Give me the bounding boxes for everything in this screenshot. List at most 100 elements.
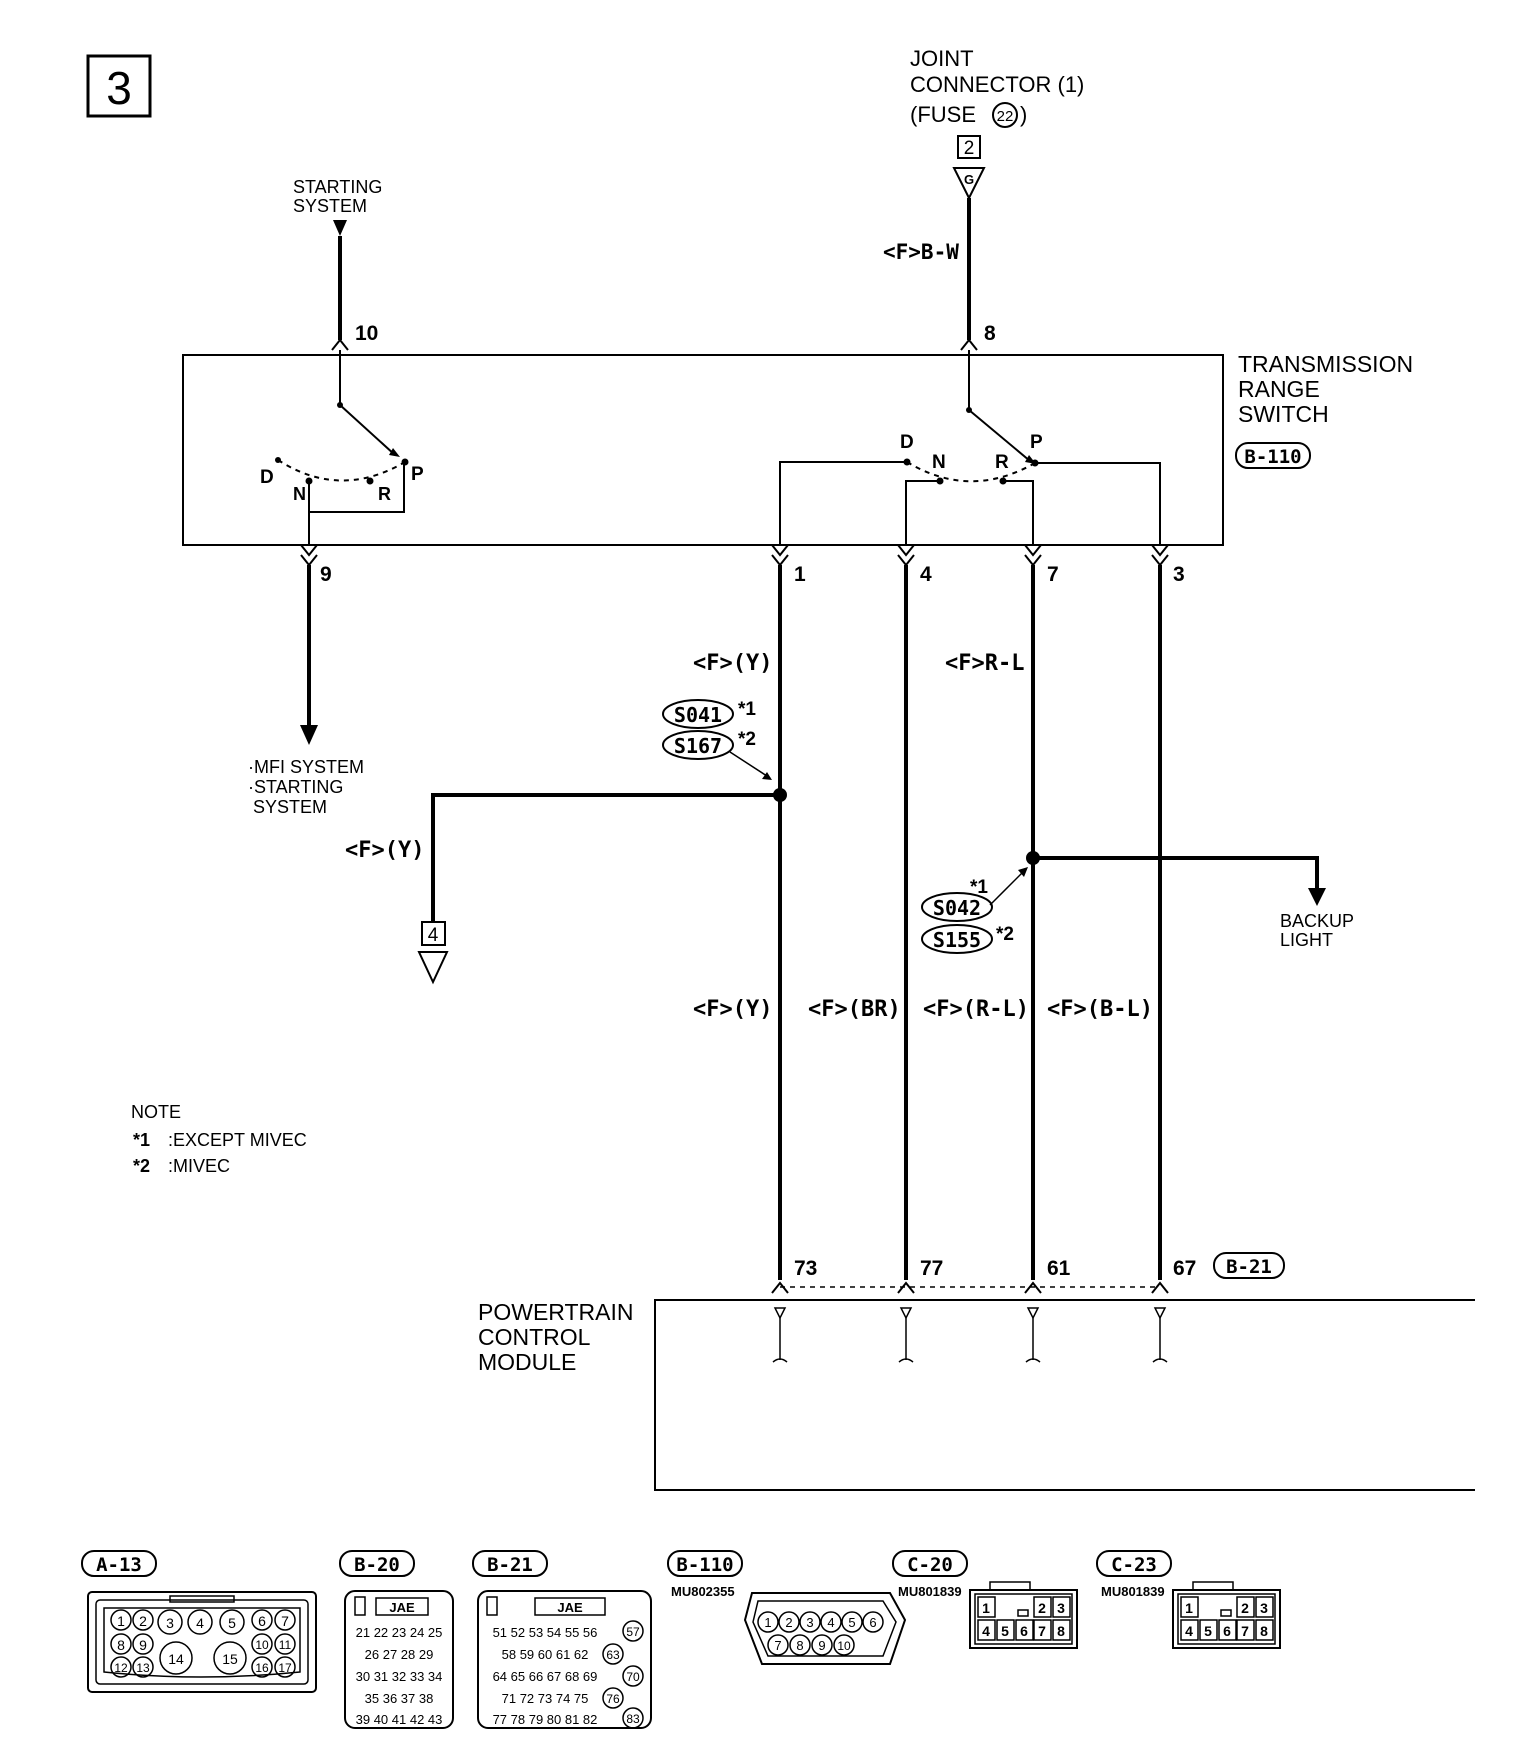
pcm-line2: CONTROL <box>478 1324 591 1350</box>
joint-connector-close: ) <box>1020 102 1027 127</box>
c20-pin-6: 6 <box>1020 1623 1028 1639</box>
note-2-mark: *2 <box>133 1156 150 1176</box>
right-pos-d: D <box>900 432 914 453</box>
switch-bottom-terminals <box>300 544 1169 567</box>
b110-pin-7: 7 <box>774 1638 781 1653</box>
c20-pin-8: 8 <box>1057 1623 1065 1639</box>
a13-pin-1: 1 <box>117 1613 125 1629</box>
trs-code-box <box>1235 442 1311 469</box>
b110-pin-10: 10 <box>837 1639 851 1653</box>
c20-pin-4: 4 <box>982 1623 990 1639</box>
starting-system-line2: SYSTEM <box>293 196 367 216</box>
b21-pin-76: 76 <box>606 1692 620 1706</box>
splice-s042-s155: *1 S042 S155 *2 <box>921 867 1028 954</box>
left-pos-d: D <box>260 467 274 488</box>
terminal-77: 77 <box>920 1257 943 1280</box>
transmission-range-switch-box <box>182 354 1224 546</box>
c20-pin-1: 1 <box>982 1600 990 1616</box>
c20-pin-5: 5 <box>1001 1623 1009 1639</box>
wire-label-r-l-top: <F>R-L <box>945 651 1024 676</box>
starting-system-line1: STARTING <box>293 177 382 197</box>
a13-pin-6: 6 <box>258 1613 266 1629</box>
a13-pin-3: 3 <box>166 1615 174 1631</box>
backup-light-line1: BACKUP <box>1280 911 1354 931</box>
terminal-7: 7 <box>1047 563 1059 586</box>
mfi-line2: ·STARTING <box>248 777 343 797</box>
note-1-text: :EXCEPT MIVEC <box>168 1130 307 1150</box>
note-title: NOTE <box>131 1102 181 1122</box>
mfi-line3: SYSTEM <box>253 797 327 817</box>
connector-4: 4 <box>428 925 439 946</box>
b20-row-4: 35 36 37 38 <box>365 1691 434 1706</box>
b20-row-1: 21 22 23 24 25 <box>356 1625 443 1640</box>
b110-pin-4: 4 <box>827 1615 834 1630</box>
left-switch-internals: D N R P <box>260 350 424 545</box>
a13-pin-17: 17 <box>278 1661 292 1675</box>
wire-y-branch <box>431 793 780 922</box>
pcm-code: B-21 <box>1226 1256 1272 1278</box>
splice-s041: S041 <box>674 703 722 727</box>
a13-pin-9: 9 <box>139 1637 147 1653</box>
a13-pin-10: 10 <box>255 1638 269 1652</box>
connector-b110: B-110 MU802355 1 2 3 4 5 6 7 8 9 10 <box>667 1550 907 1665</box>
right-pos-r: R <box>995 452 1009 473</box>
note: NOTE *1 :EXCEPT MIVEC *2 :MIVEC <box>131 1102 307 1176</box>
note-2-text: :MIVEC <box>168 1156 230 1176</box>
left-pos-p: P <box>411 464 424 485</box>
right-pos-n: N <box>932 452 946 473</box>
connector-b110-code: B-110 <box>676 1554 733 1576</box>
b20-row-3: 30 31 32 33 34 <box>356 1669 443 1684</box>
joint-arrow-mark: G <box>964 172 974 187</box>
joint-terminal: 2 <box>964 138 975 159</box>
joint-connector-line3: (FUSE <box>910 102 976 127</box>
c20-pin-2: 2 <box>1038 1600 1046 1616</box>
splice-s041-s167: S041 *1 S167 *2 <box>662 699 772 780</box>
a13-pin-12: 12 <box>114 1661 128 1675</box>
connector-b21: B-21 JAE 51 52 53 54 55 56 58 59 60 61 6… <box>472 1550 652 1729</box>
wire-label-r-l-bottom: <F>(R-L) <box>923 997 1029 1022</box>
c23-pin-4: 4 <box>1185 1623 1193 1639</box>
starting-system-arrow <box>333 220 347 236</box>
wire-label-b-l: <F>(B-L) <box>1047 997 1153 1022</box>
connector-b110-part: MU802355 <box>671 1584 735 1599</box>
terminal-1: 1 <box>794 563 806 586</box>
c23-pin-3: 3 <box>1260 1600 1268 1616</box>
splice-s167-note: *2 <box>738 729 756 750</box>
joint-connector-label: JOINT CONNECTOR (1) (FUSE 22 ) 2 G <box>910 46 1084 201</box>
connector-4-box <box>421 921 446 946</box>
right-switch-internals: D N R P <box>779 350 1161 545</box>
trs-label-line3: SWITCH <box>1238 401 1329 427</box>
pcm-line3: MODULE <box>478 1349 576 1375</box>
c23-pin-5: 5 <box>1204 1623 1212 1639</box>
connector-a13: A-13 1 2 3 4 5 6 7 8 9 10 11 12 13 14 15… <box>81 1550 317 1693</box>
fuse-number: 22 <box>997 108 1014 125</box>
connector-c20: C-20 MU801839 1 2 3 4 5 6 7 8 <box>892 1550 1078 1649</box>
mfi-line1: ·MFI SYSTEM <box>248 757 364 777</box>
wire-label-b-w: <F>B-W <box>883 240 959 264</box>
c23-pin-2: 2 <box>1241 1600 1249 1616</box>
splice-s042: S042 <box>933 896 981 920</box>
pcm-box <box>654 1299 1475 1491</box>
terminal-61: 61 <box>1047 1257 1071 1280</box>
backup-light-arrow <box>1308 888 1326 906</box>
connector-c20-code: C-20 <box>907 1554 953 1576</box>
b110-pin-6: 6 <box>869 1615 876 1630</box>
pcm-connector-marks <box>771 1281 1169 1294</box>
b21-row-1: 51 52 53 54 55 56 <box>493 1625 598 1640</box>
left-pos-n: N <box>293 484 306 504</box>
connector-b21-maker: JAE <box>557 1600 583 1615</box>
connector-c23: C-23 MU801839 1 2 3 4 5 6 7 8 <box>1096 1550 1281 1649</box>
a13-pin-7: 7 <box>281 1613 289 1629</box>
terminal-67: 67 <box>1173 1257 1196 1280</box>
a13-pin-16: 16 <box>255 1661 269 1675</box>
terminal-9: 9 <box>320 563 332 586</box>
b110-pin-5: 5 <box>848 1615 855 1630</box>
a13-pin-5: 5 <box>228 1615 236 1631</box>
b110-pin-3: 3 <box>806 1615 813 1630</box>
connector-b20-code: B-20 <box>354 1554 400 1576</box>
connector-b20: B-20 JAE 21 22 23 24 25 26 27 28 29 30 3… <box>339 1550 454 1729</box>
splice-s155-note: *2 <box>996 924 1014 945</box>
terminal-10: 10 <box>355 322 378 345</box>
connector-b21-code: B-21 <box>487 1554 533 1576</box>
